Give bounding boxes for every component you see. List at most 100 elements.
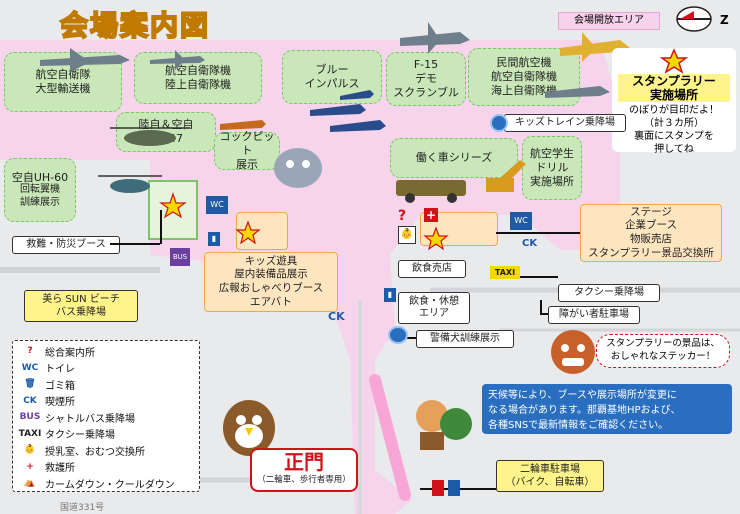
zone-f15: F-15 デモ スクランブル <box>386 52 466 106</box>
taxi-icon: TAXI <box>490 266 520 279</box>
legend-row: + 救護所 <box>21 459 199 476</box>
label-rest-area: 飲食・休憩 エリア <box>398 292 470 324</box>
first-aid-icon: + <box>26 461 34 472</box>
label-line: バス乗降場 <box>56 307 106 318</box>
prize-note-line: スタンプラリーの景品は、 <box>606 338 720 349</box>
stamp-rally-title-line: 実施場所 <box>649 88 698 102</box>
notice-line: 天候等により、ブースや展示場所が変更に <box>488 390 677 401</box>
legend-label: カームダウン・クールダウン <box>45 479 175 491</box>
zone-line: 回転翼機 <box>20 184 60 196</box>
zone-line: 屋内装備品展示 <box>234 268 308 281</box>
legend-label: タクシー乗降場 <box>45 430 115 442</box>
label-churaumi-bus: 美ら SUN ビーチ バス乗降場 <box>24 290 138 322</box>
stamp-prize-bubble: スタンプラリーの景品は、 おしゃれなステッカー！ <box>596 334 730 368</box>
zone-line: キッズ遊具 <box>244 254 298 267</box>
stamp-star-icon <box>235 220 261 245</box>
stamp-rally-body-line: （計３カ所） <box>644 118 704 129</box>
zone-working-cars: 働く車シリーズ <box>390 138 518 178</box>
label-dog-demo: 警備犬訓練展示 <box>416 330 514 348</box>
leader-line <box>520 276 558 278</box>
leader-line <box>160 210 162 244</box>
legend-label: 授乳室、おむつ交換所 <box>45 446 145 458</box>
rescue-area <box>148 180 198 240</box>
zone-line: エアバト <box>250 295 292 308</box>
zone-line: スクランブル <box>393 85 459 99</box>
zone-cockpit: コックピット 展示 <box>214 130 280 171</box>
stamp-rally-body: のぼりが目印だよ！ （計３カ所） 裏面にスタンプを 押してね <box>612 104 736 156</box>
label-rescue: 救難・防災ブース <box>12 236 120 254</box>
blue-impulse-icons <box>310 90 386 132</box>
nursing-room-icon: 👶 <box>24 445 36 456</box>
zone-line: 物販売店 <box>630 233 672 245</box>
label-kids-train: キッズトレイン乗降場 <box>504 114 626 132</box>
calm-down-icon: ⛺ <box>24 478 36 489</box>
stamp-rally-body-line: 裏面にスタンプを <box>634 131 714 142</box>
open-area-legend: 会場開放エリア <box>558 12 660 30</box>
legend-label: トイレ <box>45 364 75 376</box>
eagle-mascot-icon <box>223 400 275 456</box>
working-car-icon <box>396 180 466 203</box>
zone-line: 広報おしゃべりブース <box>218 282 324 294</box>
label-line: エリア <box>419 308 449 319</box>
leader-line <box>110 243 160 245</box>
legend-label: 救護所 <box>45 463 75 475</box>
kids-train-marker <box>490 114 508 132</box>
label-line: （バイク、自転車） <box>505 477 595 488</box>
zone-line: インパルス <box>304 77 360 90</box>
dog-demo-marker <box>388 326 408 344</box>
zone-line: 航空自衛隊機 <box>491 70 557 84</box>
legend-label: 総合案内所 <box>45 347 95 359</box>
zone-line: 展示 <box>236 157 258 171</box>
zone-line: F-15 <box>413 58 439 72</box>
zone-line: 陸上自衛隊機 <box>165 78 231 91</box>
shuttle-bus-icon: BUS <box>19 412 41 423</box>
stamp-rally-body-line: 押してね <box>654 144 694 155</box>
zone-line: 働く車シリーズ <box>415 151 493 165</box>
main-gate: 正門 （二輪車、歩行者専用） <box>250 448 358 492</box>
compass-letter: Z <box>720 13 729 27</box>
bike-parking-marker <box>432 480 444 496</box>
zone-line: 訓練展示 <box>20 196 60 208</box>
stamp-star-icon <box>423 226 449 251</box>
shisa-mascot-icon <box>551 330 595 374</box>
page-title: 会場案内図 <box>59 8 211 43</box>
notice-line: 各種SNSで最新情報をご確認ください。 <box>488 420 669 431</box>
helicopter-icon <box>110 127 190 146</box>
nursing-room-icon: 👶 <box>398 226 416 244</box>
smoking-area-icon: CK <box>522 238 538 249</box>
zone-line: 航空学生 <box>530 147 574 161</box>
info-desk-icon: ? <box>27 346 33 357</box>
jet-wing-icon <box>175 50 185 70</box>
label-line: 飲食・休憩 <box>409 295 459 307</box>
label-food: 飲食売店 <box>398 260 466 278</box>
stamp-rally-panel: スタンプラリー 実施場所 のぼりが目印だよ！ （計３カ所） 裏面にスタンプを 押… <box>612 48 736 155</box>
label-taxi-stand: タクシー乗降場 <box>558 284 660 302</box>
toilet-icon: WC <box>206 196 228 214</box>
smoking-area-icon: CK <box>328 310 345 323</box>
transport-plane-wing-icon <box>70 48 90 72</box>
uh60-helicopter-icon <box>98 175 162 193</box>
legend-row: ? 総合案内所 <box>21 343 199 360</box>
notice-box: 天候等により、ブースや展示場所が変更に なる場合があります。那覇基地HPおよび、… <box>482 384 732 434</box>
kids-mascot-icon <box>416 400 472 450</box>
label-accessible-parking: 障がい者駐車場 <box>548 306 640 324</box>
legend-label: 喫煙所 <box>45 397 75 409</box>
f15-wing-icon <box>428 22 440 54</box>
label-line: 二輪車駐車場 <box>520 464 580 475</box>
prize-note-line: おしゃれなステッカー！ <box>610 351 716 362</box>
zone-line: 企業ブース <box>625 219 677 232</box>
trash-icon: ▮ <box>208 232 220 246</box>
zone-line: スタンプラリー景品交換所 <box>588 246 714 259</box>
civil-plane-icon <box>545 86 610 98</box>
stamp-rally-title-line: スタンプラリー <box>632 74 716 88</box>
leader-line <box>496 232 580 234</box>
label-line: 美ら SUN ビーチ <box>42 294 120 305</box>
label-bike-parking: 二輪車駐車場 （バイク、自転車） <box>496 460 604 492</box>
legend-row: 🗑ゴミ箱 <box>21 376 199 393</box>
zone-line: 航空自衛隊 <box>35 68 91 82</box>
zone-line: ステージ <box>630 205 672 218</box>
stamp-star-icon <box>159 192 187 219</box>
